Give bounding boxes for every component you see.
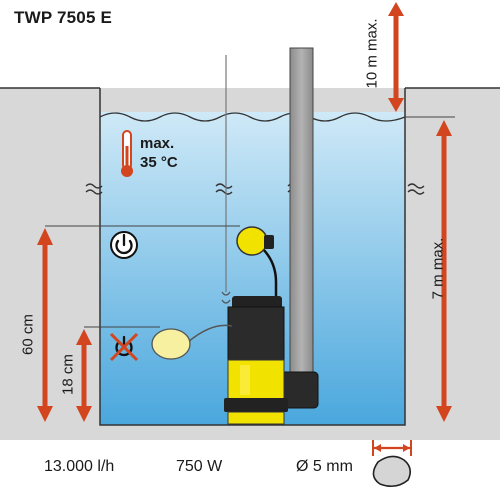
- break-marks: [85, 183, 425, 195]
- thermometer-icon: [121, 130, 133, 177]
- temperature-max-label: max.: [140, 135, 175, 152]
- power-on-icon: [110, 231, 138, 259]
- pump: [224, 296, 288, 425]
- discharge-pipe: [277, 47, 319, 409]
- float-switch-icon: [236, 226, 274, 256]
- flow-rate: 13.000 l/h: [44, 458, 115, 475]
- product-title: TWP 7505 E: [14, 8, 113, 27]
- particle-icon: [372, 440, 412, 488]
- float-cable: [261, 247, 278, 300]
- depth-label: 7 m max.: [429, 237, 447, 300]
- water-surface: [99, 112, 406, 122]
- temperature-value: 35 °C: [140, 154, 178, 171]
- head-height-label: 10 m max.: [363, 18, 381, 89]
- on-level-label: 60 cm: [19, 314, 37, 355]
- off-level-label: 18 cm: [59, 354, 77, 395]
- power-off-icon: [109, 332, 139, 362]
- power-rating: 750 W: [176, 458, 223, 475]
- particle-size: Ø 5 mm: [296, 458, 353, 475]
- dimension-arrows: [37, 2, 452, 422]
- rope-hook: [221, 291, 231, 304]
- float-switch-off-position: [151, 324, 233, 360]
